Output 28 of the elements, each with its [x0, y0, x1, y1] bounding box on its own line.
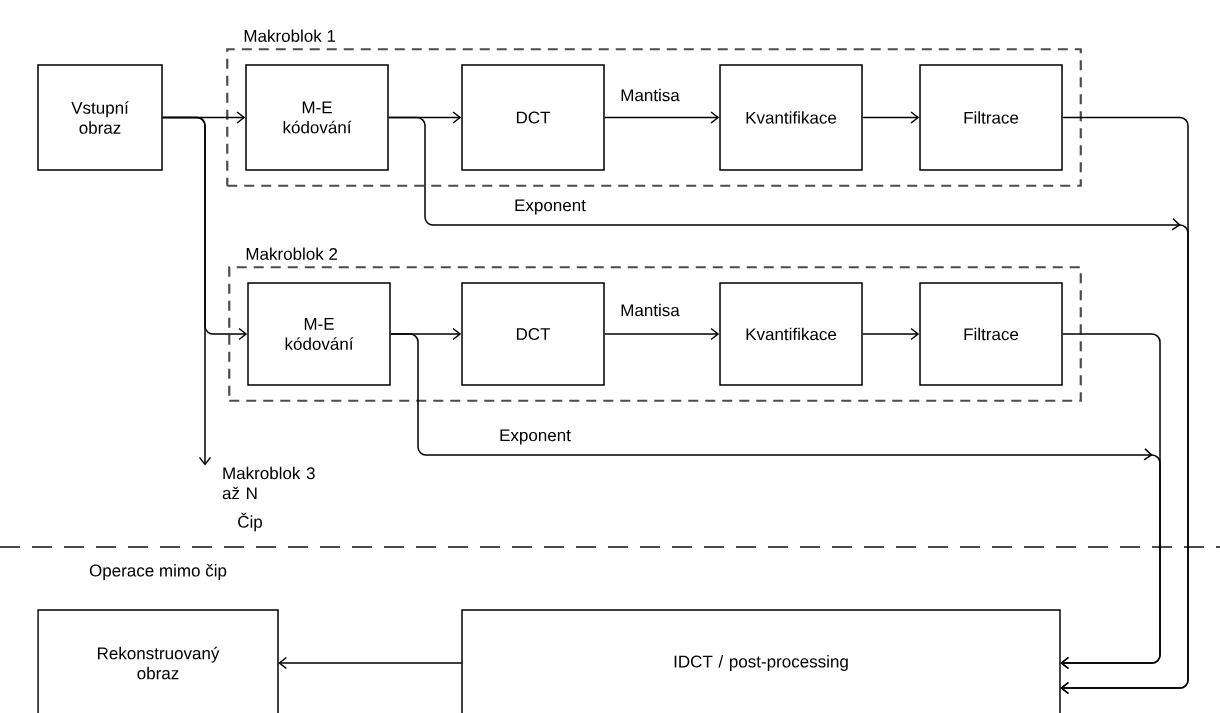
edge-label: Exponent — [498, 428, 572, 446]
edge-label: Mantisa — [619, 302, 681, 318]
arrow — [278, 656, 463, 670]
process-box: M-E kódování — [245, 64, 389, 171]
node-label: Makroblok 2 — [246, 247, 338, 260]
edge-label: Exponent — [513, 198, 587, 216]
region-label: Čip — [238, 512, 263, 532]
edge-label: Mantisa — [619, 87, 681, 103]
arrow — [604, 111, 720, 124]
arrow — [1060, 116, 1189, 695]
process-box: Kvantifikace — [719, 64, 863, 171]
process-box: Filtrace — [919, 282, 1063, 386]
process-box: M-E kódování — [247, 282, 391, 386]
arrow — [862, 111, 920, 124]
text-label: Makroblok 3 až N — [222, 466, 315, 500]
process-box: Rekonstruovaný obraz — [37, 609, 279, 713]
process-box: Filtrace — [919, 64, 1063, 171]
region-label: Operace mimo čip — [89, 564, 227, 580]
process-box: IDCT / post-processing — [461, 609, 1061, 713]
arrow — [862, 327, 920, 341]
process-box: DCT — [461, 64, 605, 171]
node-label: Makroblok 1 — [244, 29, 336, 42]
arrow — [604, 327, 720, 341]
process-box: Kvantifikace — [719, 282, 863, 386]
process-box: DCT — [461, 282, 605, 386]
arrow — [1060, 333, 1161, 670]
arrow — [162, 116, 212, 466]
process-box: Vstupní obraz — [37, 64, 163, 171]
